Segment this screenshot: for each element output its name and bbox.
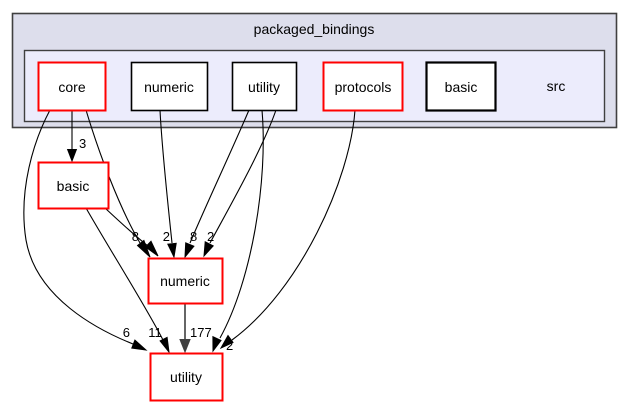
node-protocols-box[interactable] xyxy=(322,61,404,112)
node-utility-bot-label: utility xyxy=(170,369,202,385)
node-utility-top-box[interactable] xyxy=(231,61,298,112)
edge-label-utilitytop-numeric: 8 xyxy=(190,229,197,244)
node-basic-mid-box[interactable] xyxy=(37,161,110,210)
cluster-src: src xyxy=(23,49,606,123)
edge-label-protocols-numeric: 2 xyxy=(207,229,214,244)
node-core-label: core xyxy=(58,79,85,95)
node-core-box[interactable] xyxy=(37,61,107,112)
node-numeric-mid-box[interactable] xyxy=(147,257,224,305)
cluster-inner-box xyxy=(23,49,606,123)
edge-protocols-utility: 2 xyxy=(219,109,356,353)
edge-utilitytop-utility xyxy=(212,109,264,353)
node-protocols-label: protocols xyxy=(335,79,392,95)
cluster-src-label: src xyxy=(547,78,566,94)
node-numeric-top[interactable]: numeric xyxy=(130,61,209,112)
node-basic-top-box[interactable] xyxy=(425,61,497,112)
edge-basic-utility: 11 xyxy=(85,207,170,354)
edge-numeric-utility: 177 xyxy=(179,303,212,354)
edge-label-core-numeric: 8 xyxy=(132,229,139,244)
edge-core-basic: 3 xyxy=(66,110,86,163)
node-numeric-mid[interactable]: numeric xyxy=(147,257,224,305)
edge-label-core-basic: 3 xyxy=(79,136,86,151)
edge-numerictop-numeric: 2 xyxy=(159,109,177,259)
edge-label-numeric-utility: 177 xyxy=(190,325,212,340)
node-utility-bot[interactable]: utility xyxy=(149,352,224,402)
node-basic-mid[interactable]: basic xyxy=(37,161,110,210)
node-numeric-mid-label: numeric xyxy=(160,273,210,289)
edge-basic-numeric xyxy=(104,207,159,257)
edge-label-protocols-utility: 2 xyxy=(226,338,233,353)
edge-label-core-utility: 6 xyxy=(123,325,130,340)
node-numeric-top-label: numeric xyxy=(144,79,194,95)
cluster-title: packaged_bindings xyxy=(254,21,375,37)
node-basic-top[interactable]: basic xyxy=(425,61,497,112)
node-utility-top-label: utility xyxy=(248,79,280,95)
node-layer: core numeric utility protocols basic bas xyxy=(37,61,497,402)
node-numeric-top-box[interactable] xyxy=(130,61,209,112)
edge-layer: 3 8 6 11 xyxy=(23,109,356,354)
edge-core-utility: 6 xyxy=(23,109,148,351)
edge-label-numerictop-numeric: 2 xyxy=(163,229,170,244)
edge-protocols-numeric: 2 xyxy=(203,109,277,258)
node-basic-mid-label: basic xyxy=(57,178,90,194)
node-utility-top[interactable]: utility xyxy=(231,61,298,112)
node-utility-bot-box[interactable] xyxy=(149,352,224,402)
node-basic-top-label: basic xyxy=(445,79,478,95)
node-core[interactable]: core xyxy=(37,61,107,112)
edge-label-basic-utility: 11 xyxy=(148,325,162,340)
edge-utilitytop-numeric: 8 xyxy=(184,109,250,259)
node-protocols[interactable]: protocols xyxy=(322,61,404,112)
